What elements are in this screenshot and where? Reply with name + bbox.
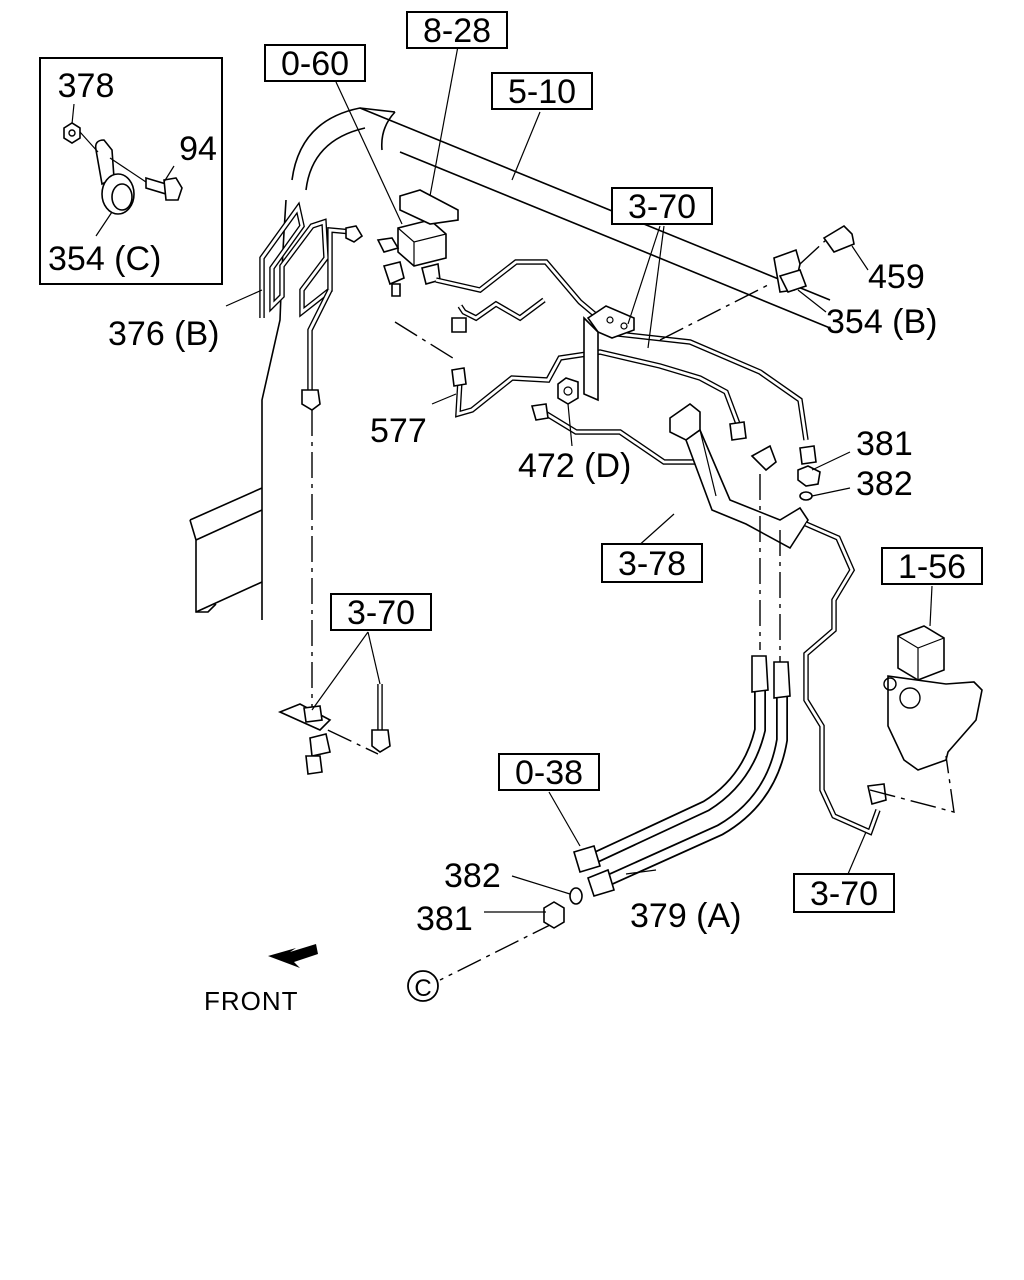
svg-text:3-70: 3-70 <box>628 188 696 226</box>
clamp-upper <box>583 305 635 402</box>
detail-inset <box>39 57 223 285</box>
upper-pipes <box>435 259 809 465</box>
ref-box-370-lower: 3-70 <box>330 593 432 632</box>
bolt-94-icon <box>145 176 183 201</box>
label-382-upper: 382 <box>856 465 913 503</box>
clip-354b-icon <box>773 248 808 293</box>
valve-060 <box>345 189 459 297</box>
label-382-lower: 382 <box>444 857 501 895</box>
svg-text:3-70: 3-70 <box>347 594 415 632</box>
label-94: 94 <box>179 130 217 168</box>
front-label: FRONT <box>204 986 299 1016</box>
label-459: 459 <box>868 258 925 296</box>
engine-outline <box>189 107 831 620</box>
front-arrow-icon <box>268 944 318 968</box>
hose-379a <box>573 655 791 897</box>
valve-156 <box>883 625 983 771</box>
ref-box-060: 0-60 <box>264 44 366 83</box>
ref-box-378: 3-78 <box>601 543 703 583</box>
circle-c-marker: C <box>407 970 439 1002</box>
svg-text:3-70: 3-70 <box>810 875 878 913</box>
bolt-459-icon <box>822 224 855 253</box>
svg-text:8-28: 8-28 <box>423 12 491 50</box>
label-376b: 376 (B) <box>108 315 220 353</box>
ref-box-370-upper: 3-70 <box>611 187 713 226</box>
nut-378-icon <box>63 122 81 144</box>
fitting-upper-icon <box>797 445 821 501</box>
label-472d: 472 (D) <box>518 447 631 485</box>
bracket-378 <box>669 403 809 550</box>
label-354c: 354 (C) <box>48 240 161 278</box>
label-354b: 354 (B) <box>826 303 938 341</box>
svg-text:3-78: 3-78 <box>618 545 686 583</box>
clip-354c-icon <box>94 139 135 215</box>
svg-text:C: C <box>414 975 431 1002</box>
label-577: 577 <box>370 412 427 450</box>
nut-472d-icon <box>557 377 579 405</box>
svg-text:5-10: 5-10 <box>508 73 576 111</box>
leader-lines <box>71 45 933 913</box>
label-381-lower: 381 <box>416 900 473 938</box>
ref-box-510: 5-10 <box>491 72 593 111</box>
label-379a: 379 (A) <box>630 897 742 935</box>
svg-text:0-60: 0-60 <box>281 45 349 83</box>
clamp-lower <box>277 684 391 775</box>
svg-text:1-56: 1-56 <box>898 548 966 586</box>
label-381-upper: 381 <box>856 425 913 463</box>
label-378: 378 <box>58 67 115 105</box>
fitting-lower-icon <box>543 887 583 929</box>
right-pipe <box>803 521 887 836</box>
ref-box-156: 1-56 <box>881 547 983 586</box>
svg-text:0-38: 0-38 <box>515 754 583 792</box>
ref-box-828: 8-28 <box>406 11 508 50</box>
ref-box-038: 0-38 <box>498 753 600 792</box>
pipe-376b <box>259 201 353 411</box>
ref-box-370-right: 3-70 <box>793 873 895 913</box>
